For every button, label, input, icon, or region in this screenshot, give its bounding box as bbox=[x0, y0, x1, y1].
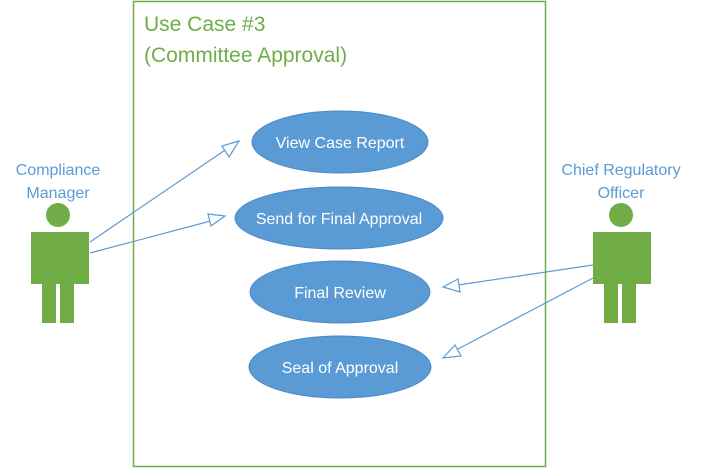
use-case-label: Final Review bbox=[294, 285, 386, 302]
association-officer-seal-of-approval bbox=[441, 277, 594, 359]
use-case-label: View Case Report bbox=[276, 135, 405, 152]
arrowhead-open bbox=[441, 343, 462, 359]
arrowhead-open bbox=[207, 213, 227, 228]
association-officer-final-review bbox=[441, 264, 594, 293]
use-case-ellipse bbox=[248, 335, 432, 399]
use-case-seal-of-approval[interactable]: Seal of Approval bbox=[248, 335, 432, 399]
system-title-line-2: (Committee Approval) bbox=[144, 44, 347, 67]
actor-compliance-manager[interactable]: Compliance Manager bbox=[16, 162, 101, 323]
system-title-line-1: Use Case #3 bbox=[144, 13, 265, 36]
use-case-ellipse bbox=[249, 260, 431, 324]
arrowhead-open bbox=[221, 139, 241, 159]
use-case-final-review[interactable]: Final Review bbox=[249, 260, 431, 324]
actor-label-line-1: Compliance bbox=[16, 162, 101, 179]
association-manager-view-case-report bbox=[89, 139, 241, 243]
actor-label-line-2: Manager bbox=[26, 185, 90, 202]
use-case-view-case-report[interactable]: View Case Report bbox=[251, 110, 429, 174]
use-case-send-for-final-approval[interactable]: Send for Final Approval bbox=[234, 186, 444, 250]
actor-label-line-1: Chief Regulatory bbox=[561, 162, 680, 179]
use-case-ellipse bbox=[251, 110, 429, 174]
use-case-label: Seal of Approval bbox=[282, 360, 399, 377]
use-case-ellipse bbox=[234, 186, 444, 250]
use-case-label: Send for Final Approval bbox=[256, 211, 422, 228]
arrowhead-open bbox=[441, 278, 461, 293]
actor-figure-icon bbox=[31, 203, 89, 323]
association-manager-send-for-final-approval bbox=[89, 213, 227, 254]
actor-label-line-2: Officer bbox=[598, 185, 646, 202]
system-boundary bbox=[132, 0, 547, 468]
actor-chief-regulatory-officer[interactable]: Chief Regulatory Officer bbox=[561, 162, 681, 323]
actor-figure-icon bbox=[593, 203, 651, 323]
